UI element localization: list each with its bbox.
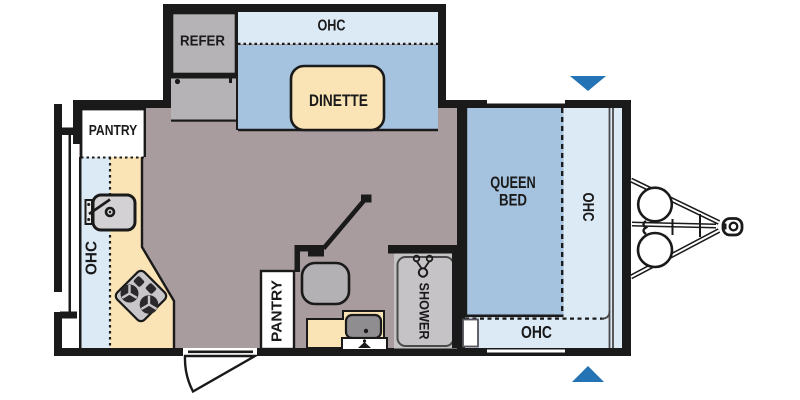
svg-text:PANTRY: PANTRY <box>269 280 285 342</box>
svg-text:SHOWER: SHOWER <box>416 283 432 340</box>
svg-text:OHC: OHC <box>84 241 101 275</box>
svg-text:DINETTE: DINETTE <box>309 92 368 110</box>
svg-text:REFER: REFER <box>180 34 225 50</box>
svg-text:OHC: OHC <box>579 193 596 222</box>
svg-text:BED: BED <box>499 192 527 210</box>
svg-text:QUEEN: QUEEN <box>490 174 536 192</box>
svg-text:OHC: OHC <box>521 322 552 342</box>
svg-text:PANTRY: PANTRY <box>89 122 138 139</box>
svg-text:OHC: OHC <box>318 18 346 35</box>
